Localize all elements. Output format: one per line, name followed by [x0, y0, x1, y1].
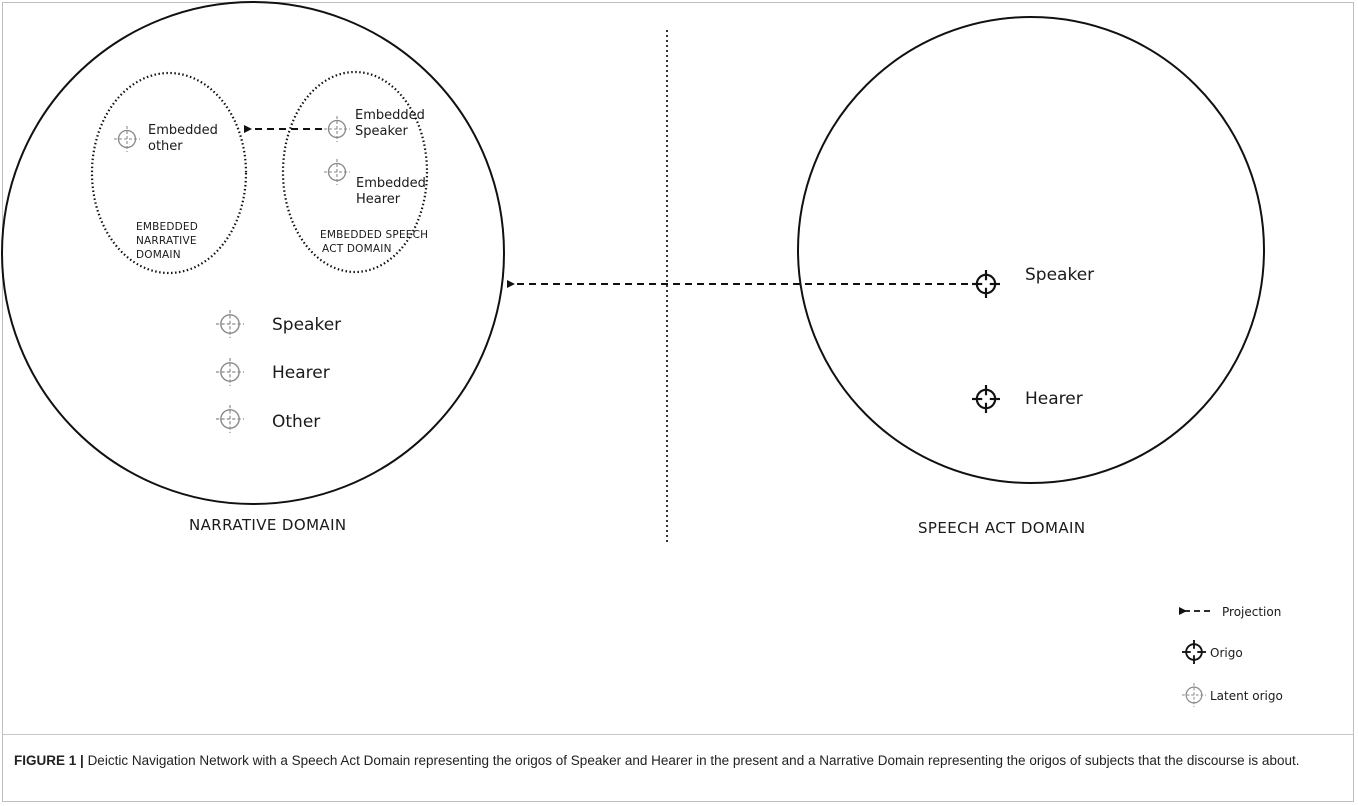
embedded-speech-act-domain-ellipse — [281, 70, 429, 274]
speech-act-domain-title: speech act domain — [918, 519, 1085, 537]
embedded-speech-act-domain-label-line2: act domain — [322, 243, 392, 255]
legend-origo-label: Origo — [1210, 646, 1243, 660]
embedded-hearer-label-line1: Embedded — [356, 176, 426, 191]
legend: Projection Origo Latent origo — [1179, 605, 1283, 707]
embedded-other-label-line2: other — [148, 139, 183, 154]
embedded-speaker-label-line1: Embedded — [355, 108, 425, 123]
figure-caption: FIGURE 1 | Deictic Navigation Network wi… — [14, 752, 1334, 770]
caption-divider — [3, 734, 1353, 735]
embedded-narrative-domain-label-line3: domain — [136, 249, 181, 261]
speech-act-domain-circle — [797, 16, 1265, 484]
latent-origo-icon — [216, 358, 244, 386]
latent-origo-icon — [324, 116, 350, 142]
figure-label: FIGURE 1 | — [14, 753, 84, 768]
embedded-narrative-domain-label-line2: Narrative — [136, 235, 197, 247]
latent-origo-icon — [216, 310, 244, 338]
embedded-other-label-line1: Embedded — [148, 123, 218, 138]
latent-origo-icon — [324, 159, 350, 185]
narrative-speaker-label: Speaker — [272, 315, 341, 335]
narrative-other-label: Other — [272, 412, 320, 432]
embedded-narrative-domain-ellipse — [90, 71, 248, 275]
origo-icon — [1182, 640, 1206, 664]
narrative-domain-circle — [1, 1, 505, 505]
embedded-speaker-label-line2: Speaker — [355, 124, 409, 139]
narrative-hearer-label: Hearer — [272, 363, 330, 383]
latent-origo-icon — [216, 405, 244, 433]
legend-latent-origo-label: Latent origo — [1210, 689, 1283, 703]
hearer-label: Hearer — [1025, 389, 1083, 409]
speaker-label: Speaker — [1025, 265, 1094, 285]
embedded-narrative-domain-label-line1: Embedded — [136, 221, 198, 233]
latent-origo-icon — [114, 126, 140, 152]
legend-projection-label: Projection — [1222, 605, 1281, 619]
narrative-domain-title: Narrative domain — [189, 516, 347, 534]
embedded-hearer-label-line2: Hearer — [356, 192, 401, 207]
figure-caption-text: Deictic Navigation Network with a Speech… — [87, 753, 1300, 768]
origo-icon — [972, 385, 1000, 413]
latent-origo-icon — [1182, 683, 1206, 707]
origo-icon — [972, 270, 1000, 298]
embedded-speech-act-domain-label-line1: Embedded speech — [320, 229, 428, 241]
